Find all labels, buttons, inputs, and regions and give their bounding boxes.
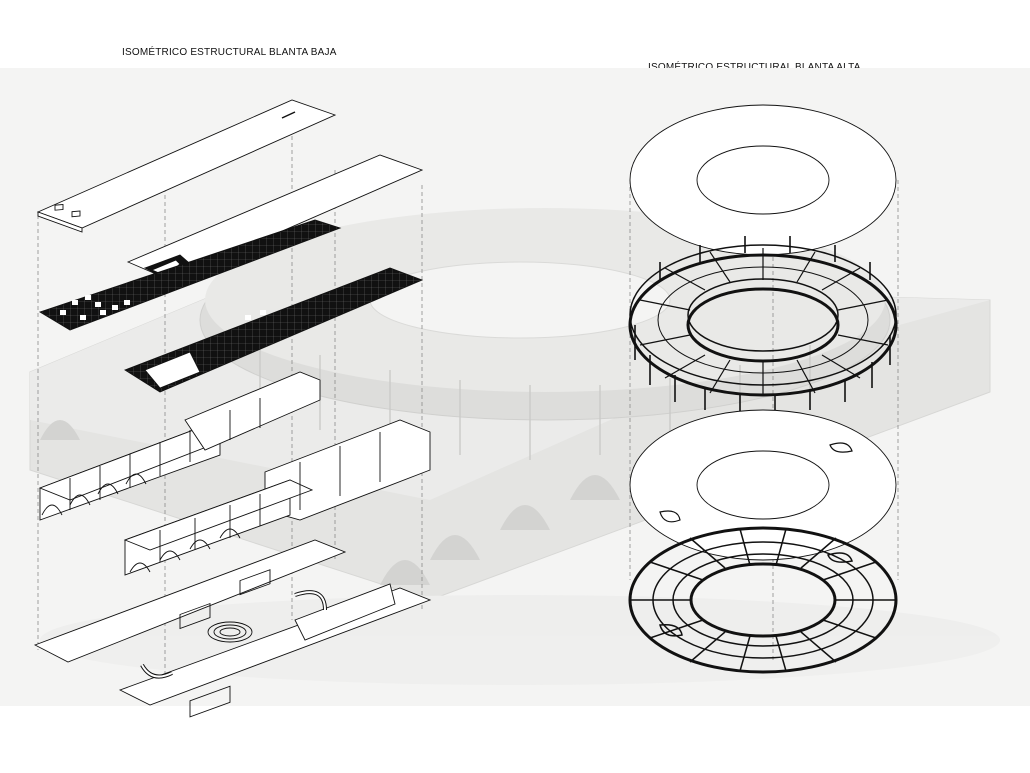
upper-floor-beam-grid [628, 526, 898, 674]
upper-ring-frame [628, 236, 898, 412]
render-arches [40, 420, 690, 585]
structural-grid-slab-2 [123, 267, 424, 393]
render-shadow [40, 595, 1000, 685]
wall-module-arches [41, 473, 241, 573]
foundation-plan [33, 539, 432, 718]
render-ring-hole [369, 261, 671, 339]
title-ground-floor-isometric: ISOMÉTRICO ESTRUCTURAL BLANTA BAJA [122, 47, 337, 58]
ground-floor-exploded [33, 99, 432, 718]
upper-roof-ring-slab [629, 104, 897, 256]
upper-floor-exploded [628, 104, 898, 674]
foundation-rings [140, 590, 327, 679]
structural-grid-slab-1 [38, 219, 342, 331]
upper-floor-ring-slab [629, 409, 897, 561]
title-upper-floor-isometric: ISOMÉTRICO ESTRUCTURAL BLANTA ALTA [648, 62, 861, 73]
slab-1-openings [60, 295, 130, 320]
wall-module-partitions [69, 398, 381, 562]
